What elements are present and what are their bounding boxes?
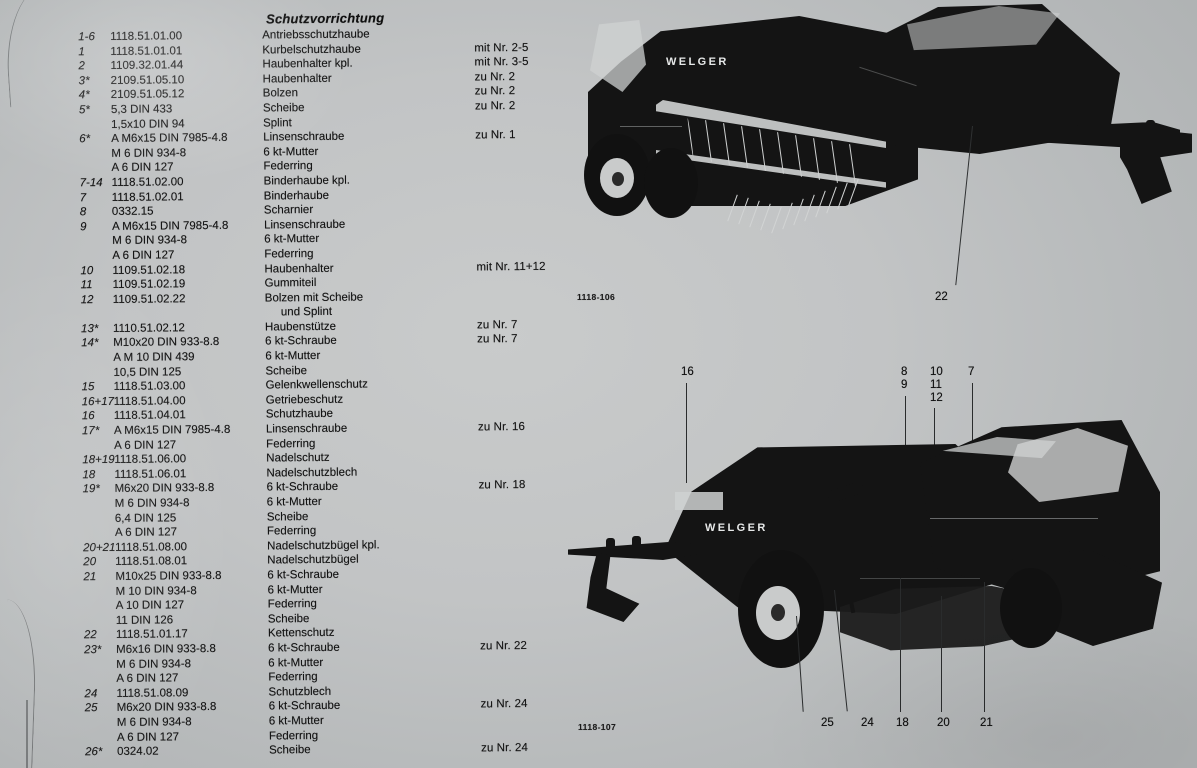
brand-label-top: WELGER xyxy=(666,56,729,68)
figure-caption-bottom: 1118-107 xyxy=(578,722,617,732)
part-number: 1118.51.01.00 xyxy=(110,30,183,43)
callout-21: 21 xyxy=(980,717,993,729)
part-number: 1118.51.06.01 xyxy=(114,468,187,481)
part-number: M6x16 DIN 933-8.8 xyxy=(116,642,216,656)
baler2-wheel-far xyxy=(1000,568,1062,648)
callout-18: 18 xyxy=(896,717,909,729)
callout-12: 12 xyxy=(930,392,943,404)
part-number: M 6 DIN 934-8 xyxy=(116,657,192,671)
part-number: 11 DIN 126 xyxy=(115,614,174,627)
callout-9: 9 xyxy=(901,379,908,391)
part-number: M6x20 DIN 933-8.8 xyxy=(116,701,217,715)
baler2-jack-stand xyxy=(606,538,615,556)
figure-caption-top: 1118-106 xyxy=(577,292,616,302)
callout-22: 22 xyxy=(935,291,948,303)
callout-10: 10 xyxy=(930,366,943,378)
callout-7: 7 xyxy=(968,366,975,378)
part-number: 1,5x10 DIN 94 xyxy=(111,117,185,131)
part-number: A M6x15 DIN 7985-4.8 xyxy=(111,219,229,233)
part-number: A 6 DIN 127 xyxy=(116,672,179,686)
baler-wheel-rear xyxy=(644,148,698,218)
part-number: 1109.51.02.18 xyxy=(112,263,186,277)
part-number: 1118.51.03.00 xyxy=(113,380,186,394)
part-note xyxy=(477,303,587,304)
callout-leader-16 xyxy=(686,383,687,483)
part-number: M 6 DIN 934-8 xyxy=(112,234,188,248)
part-number: 1118.51.02.00 xyxy=(111,176,184,189)
part-number: 5,3 DIN 433 xyxy=(110,103,173,116)
baler-pickup-teeth xyxy=(727,178,892,242)
callout-16: 16 xyxy=(681,366,694,378)
part-note: zu Nr. 7 xyxy=(477,333,518,346)
part-number: 10,5 DIN 125 xyxy=(113,365,182,379)
part-number: 2109.51.05.10 xyxy=(110,74,185,87)
part-note: zu Nr. 7 xyxy=(476,318,518,332)
part-number: M6x20 DIN 933-8.8 xyxy=(114,482,215,496)
part-number: 1109.51.02.19 xyxy=(112,278,186,292)
part-number: 1118.51.02.01 xyxy=(111,190,184,204)
callout-25: 25 xyxy=(821,717,834,729)
figure-bottom: 16 8 9 10 11 12 7 xyxy=(560,360,1197,760)
callout-20: 20 xyxy=(937,717,950,729)
baler-tine-arcs xyxy=(686,104,896,186)
callout-24: 24 xyxy=(861,717,874,729)
baler-wheel-hub xyxy=(612,172,624,186)
part-number: M10x25 DIN 933-8.8 xyxy=(115,569,222,583)
part-number: 1110.51.02.12 xyxy=(112,322,185,335)
part-number: M 10 DIN 934-8 xyxy=(115,584,197,598)
part-number: M10x20 DIN 933-8.8 xyxy=(113,336,220,350)
part-number: M 6 DIN 934-8 xyxy=(116,716,192,729)
part-number: 1109.32.01.44 xyxy=(110,59,184,73)
part-number: 1118.51.04.00 xyxy=(113,395,186,408)
part-number: 1109.51.02.22 xyxy=(112,292,186,306)
callout-leader-21 xyxy=(984,582,985,712)
callout-8: 8 xyxy=(901,366,908,378)
part-number: 1118.51.01.17 xyxy=(115,628,188,642)
baler2-hitch xyxy=(586,552,640,622)
part-number: A 6 DIN 127 xyxy=(112,249,175,262)
part-number: 1118.51.01.01 xyxy=(110,44,183,58)
part-number: M 6 DIN 934-8 xyxy=(111,146,187,160)
baler2-jack-stand-2 xyxy=(632,536,641,554)
part-number: A M6x15 DIN 7985-4.8 xyxy=(113,423,231,437)
baler-hitch xyxy=(1120,126,1192,204)
section-title: Schutzvorrichtung xyxy=(265,10,385,27)
baler-jack-stand-2 xyxy=(1146,120,1155,140)
part-number: 1118.51.06.00 xyxy=(114,453,187,467)
part-number: 1118.51.08.01 xyxy=(115,555,188,569)
baler-illustration-top: WELGER xyxy=(560,0,1197,235)
part-number: A M 10 DIN 439 xyxy=(113,351,195,364)
part-description: Scheibe xyxy=(269,744,311,757)
baler2-front-patch xyxy=(675,492,723,510)
part-number: A 6 DIN 127 xyxy=(116,730,180,744)
baler-jack-stand xyxy=(1100,122,1110,142)
part-number: 1118.51.08.00 xyxy=(115,541,188,554)
baler2-wheel-hub xyxy=(771,604,785,621)
figure-top: WELGER 1118-106 22 xyxy=(560,0,1197,303)
part-number: 1118.51.08.09 xyxy=(116,686,189,700)
part-number: 2109.51.05.12 xyxy=(110,88,185,102)
part-number: 0332.15 xyxy=(111,205,154,219)
part-number: 6,4 DIN 125 xyxy=(114,511,177,525)
part-number: A M6x15 DIN 7985-4.8 xyxy=(111,131,228,146)
part-number: A 6 DIN 127 xyxy=(114,438,177,452)
callout-11: 11 xyxy=(930,379,942,391)
callout-leader-89 xyxy=(905,396,906,468)
callout-leader-18 xyxy=(900,578,901,712)
callout-leader-20 xyxy=(941,596,942,712)
brand-label-bottom: WELGER xyxy=(705,522,768,534)
part-number: 0324.02 xyxy=(117,745,159,759)
part-number: M 6 DIN 934-8 xyxy=(114,497,190,510)
part-number: A 6 DIN 127 xyxy=(111,161,174,175)
part-position xyxy=(81,307,153,308)
part-number: A 6 DIN 127 xyxy=(114,526,178,540)
part-number: A 10 DIN 127 xyxy=(115,599,185,613)
part-number: 1118.51.04.01 xyxy=(113,409,186,423)
part-note xyxy=(477,346,587,347)
baler-illustration-bottom: WELGER xyxy=(560,400,1197,690)
callout-leader-7 xyxy=(972,383,973,475)
